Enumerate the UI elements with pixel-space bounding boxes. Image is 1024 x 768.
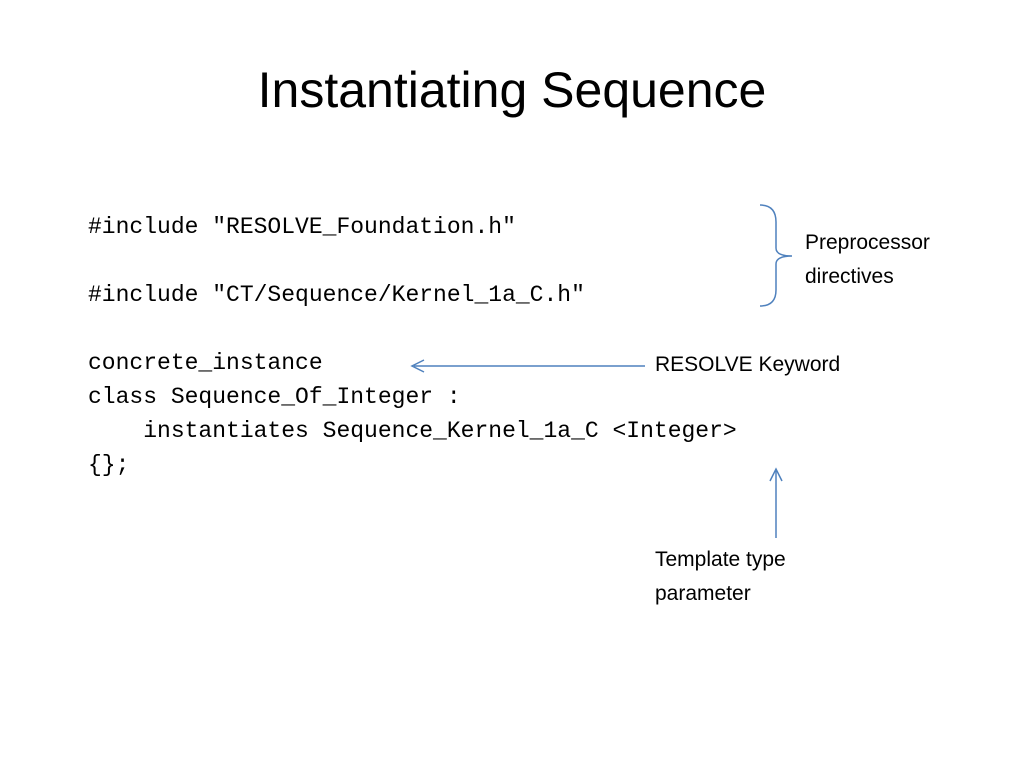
code-line-class-declaration: class Sequence_Of_Integer : (88, 384, 461, 410)
annotation-preprocessor-line2: directives (805, 265, 894, 288)
code-line-body: {}; (88, 452, 130, 478)
keyword-arrow (410, 359, 645, 373)
annotation-template-line1: Template type (655, 548, 786, 571)
annotation-preprocessor: Preprocessor directives (805, 226, 930, 294)
annotation-preprocessor-line1: Preprocessor (805, 231, 930, 254)
template-arrow (769, 467, 783, 538)
annotation-keyword: RESOLVE Keyword (655, 353, 841, 376)
annotation-template-line2: parameter (655, 582, 751, 605)
annotation-template: Template type parameter (655, 543, 786, 611)
code-line-include-kernel: #include "CT/Sequence/Kernel_1a_C.h" (88, 282, 585, 308)
code-line-instantiates: instantiates Sequence_Kernel_1a_C <Integ… (88, 418, 737, 444)
slide-title: Instantiating Sequence (257, 62, 767, 118)
code-line-include-foundation: #include "RESOLVE_Foundation.h" (88, 214, 516, 240)
right-brace-shape (759, 204, 793, 307)
code-line-concrete-instance: concrete_instance (88, 350, 323, 376)
